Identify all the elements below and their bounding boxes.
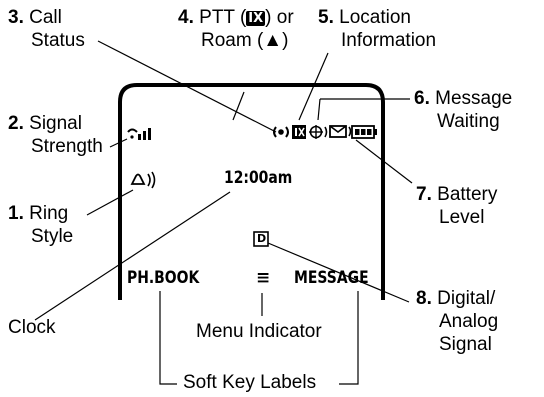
- label-message-waiting: 6. Message Waiting: [414, 87, 512, 133]
- signal-line1: Signal: [29, 113, 82, 134]
- location-line2: Information: [341, 30, 437, 51]
- leader-digital-analog: [267, 242, 410, 303]
- ptt-roam-line2: Roam (▲): [201, 30, 289, 51]
- call-status-line1: Call: [29, 7, 62, 28]
- ring-style-number: 1.: [8, 203, 24, 224]
- screen-frame: [118, 83, 385, 300]
- menu-indicator-icon[interactable]: ≡: [256, 268, 271, 288]
- digital-badge: D: [257, 232, 267, 245]
- battery-icon: [351, 125, 377, 139]
- digital-analog-line1: Digital/: [437, 288, 496, 309]
- location-number: 5.: [318, 7, 334, 28]
- location-line1: Location: [339, 7, 411, 28]
- call-status-number: 3.: [8, 7, 24, 28]
- digital-analog-number: 8.: [416, 288, 432, 309]
- leader-location: [298, 52, 329, 121]
- ptt-roam-number: 4.: [178, 7, 194, 28]
- ring-style-icon: [130, 171, 156, 189]
- location-icon: [309, 125, 328, 139]
- signal-line2: Strength: [31, 136, 103, 157]
- ptt-roam-line1-pre: PTT (: [199, 7, 247, 28]
- label-menu-indicator: Menu Indicator: [196, 321, 322, 342]
- label-ptt-roam: 4. PTT (IX) or Roam (▲): [178, 6, 294, 52]
- message-waiting-number: 6.: [414, 88, 430, 109]
- ptt-chip-icon: IX: [246, 11, 266, 26]
- battery-number: 7.: [416, 184, 432, 205]
- message-waiting-line1: Message: [435, 88, 513, 109]
- leader-battery: [355, 139, 413, 184]
- leader-ring-style: [86, 189, 134, 216]
- screen-clock: 12:00am: [224, 168, 293, 188]
- label-clock: Clock: [8, 317, 56, 338]
- call-status-line2: Status: [31, 30, 85, 51]
- label-soft-key-labels: Soft Key Labels: [183, 372, 317, 393]
- digital-badge-frame: [253, 231, 269, 247]
- leader-clock: [34, 191, 231, 321]
- ptt-icon: [292, 125, 306, 139]
- message-waiting-icon: [329, 125, 352, 138]
- label-ring-style: 1. Ring Style: [8, 202, 73, 248]
- label-location: 5. Location Information: [318, 6, 436, 52]
- soft-key-right[interactable]: MESSAGE: [294, 268, 369, 288]
- label-signal-strength: 2. Signal Strength: [8, 112, 103, 158]
- digital-analog-line2: Analog: [439, 311, 499, 332]
- battery-line1: Battery: [437, 184, 498, 205]
- message-waiting-line2: Waiting: [437, 111, 500, 132]
- leader-message-waiting: [317, 98, 321, 121]
- signal-number: 2.: [8, 113, 24, 134]
- digital-analog-line3: Signal: [439, 334, 492, 355]
- leader-signal: [109, 138, 128, 148]
- label-battery-level: 7. Battery Level: [416, 183, 497, 229]
- leader-ptt-roam: [232, 91, 245, 121]
- soft-key-bracket: [159, 291, 359, 385]
- ring-style-line2: Style: [31, 226, 74, 247]
- ring-style-line1: Ring: [29, 203, 69, 224]
- leader-call-status: [97, 40, 277, 133]
- label-digital-analog: 8. Digital/ Analog Signal: [416, 287, 498, 356]
- signal-strength-icon: [127, 128, 151, 140]
- soft-key-left[interactable]: PH.BOOK: [127, 268, 200, 288]
- ptt-roam-line1-post: ) or: [265, 7, 294, 28]
- call-status-icon: [273, 126, 289, 138]
- battery-line2: Level: [439, 207, 485, 228]
- label-call-status: 3. Call Status: [8, 6, 85, 52]
